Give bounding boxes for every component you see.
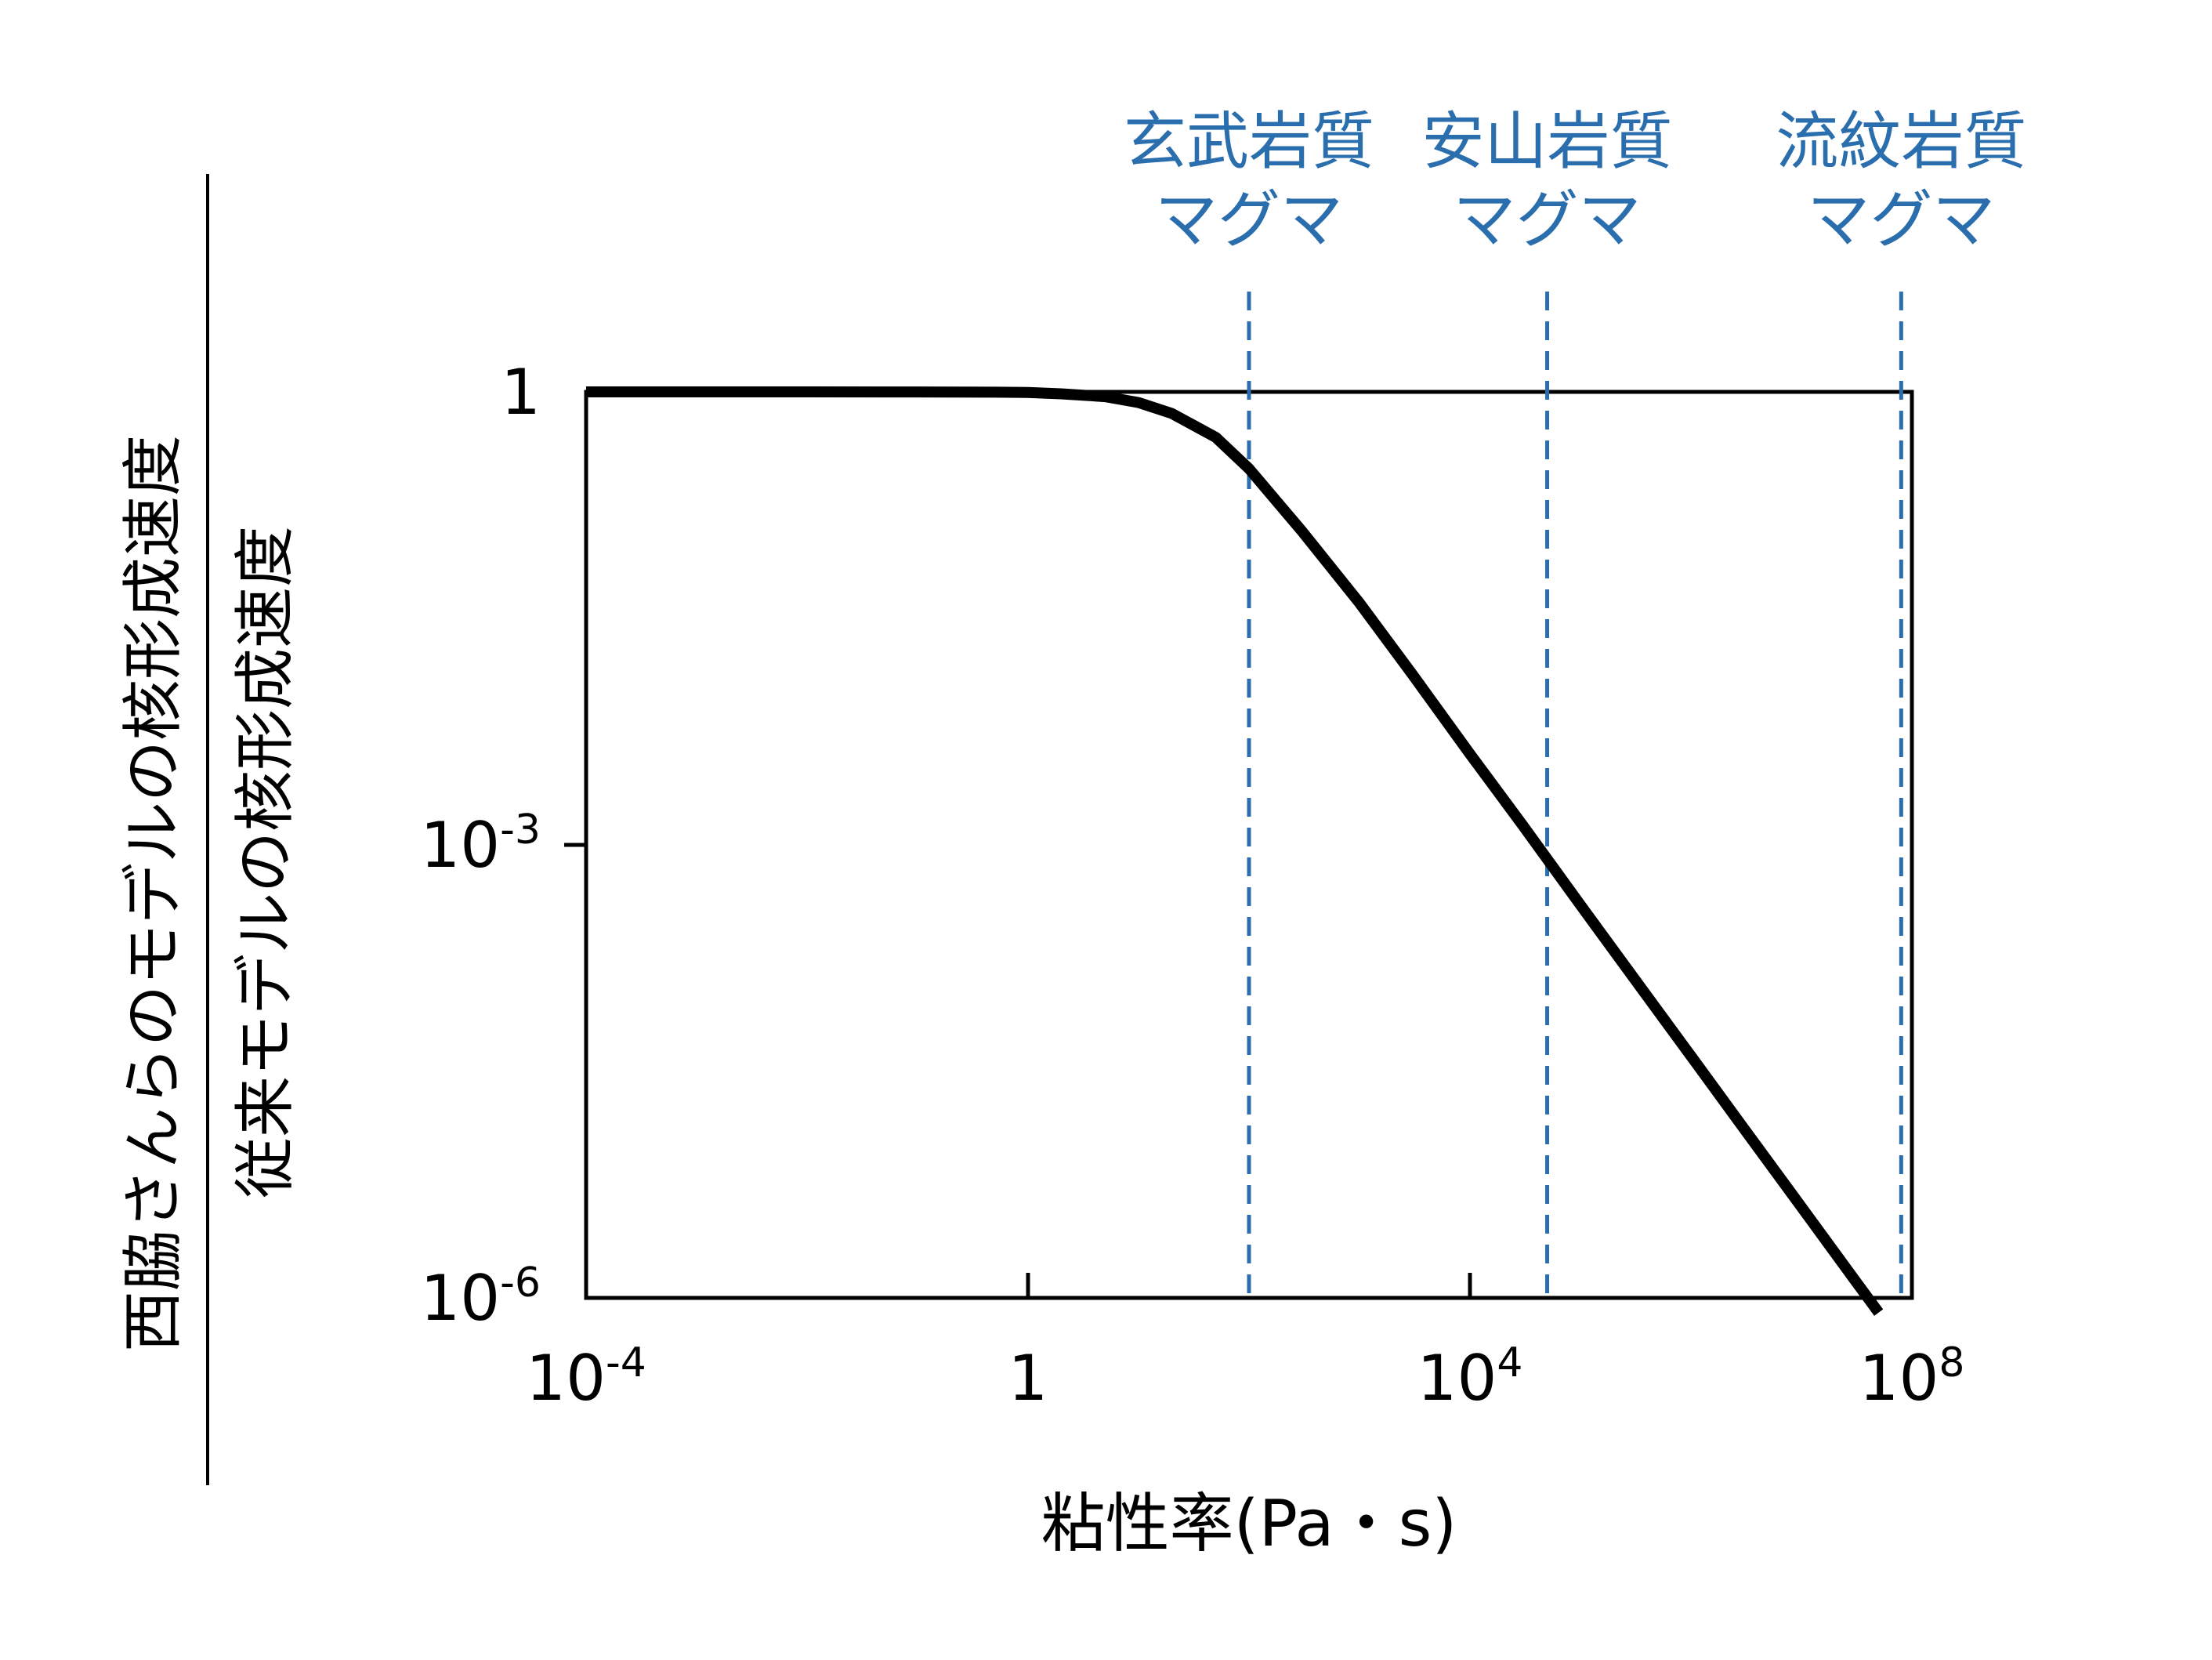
reference-label-2-line-2: マグマ bbox=[1454, 183, 1642, 256]
reference-lines bbox=[1247, 292, 1903, 1298]
x-tick-label-3: 104 bbox=[1417, 1339, 1523, 1415]
reference-label-2-line-1: 安山岩質 bbox=[1422, 105, 1673, 178]
x-tick-label-4: 108 bbox=[1859, 1339, 1965, 1415]
reference-label-3-line-1: 流紋岩質 bbox=[1776, 105, 2026, 178]
y-tick-label-1: 1 bbox=[501, 356, 541, 429]
ticks-layer: 10-4 1 104 108 1 10-3 10-6 bbox=[420, 356, 1964, 1415]
x-tick-label-2: 1 bbox=[1008, 1342, 1048, 1415]
reference-label-1-line-1: 玄武岩質 bbox=[1124, 105, 1374, 178]
series-line-1 bbox=[586, 386, 1884, 1316]
reference-label-1-line-2: マグマ bbox=[1155, 183, 1343, 256]
y-axis-label-numerator: 西脇さんらのモデルの核形成速度 bbox=[118, 435, 189, 1352]
series-layer bbox=[586, 386, 1884, 1316]
y-axis-label-denominator: 従来モデルの核形成速度 bbox=[230, 526, 301, 1198]
x-tick-label-1: 10-4 bbox=[526, 1339, 646, 1415]
reference-label-3-line-2: マグマ bbox=[1807, 183, 1995, 256]
x-axis-label: 粘性率(Pa・s) bbox=[1041, 1487, 1457, 1561]
y-tick-label-2: 10-3 bbox=[420, 806, 541, 882]
y-tick-label-3: 10-6 bbox=[420, 1259, 541, 1335]
